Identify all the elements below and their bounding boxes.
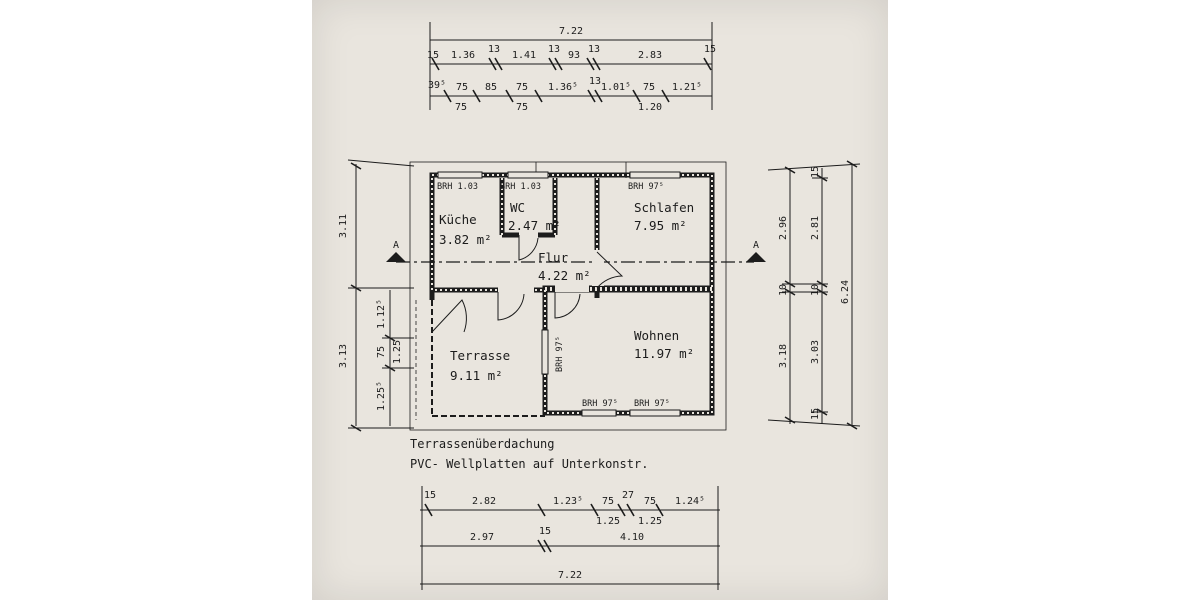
dim-top-r2: 1.01⁵ [601,82,631,93]
dim-top-r1: 13 [588,44,600,55]
dim-right-col1: 3.18 [778,344,789,368]
dim-left-outer: 3.11 [338,214,349,238]
dim-bottom-r2: 2.97 [470,532,494,543]
window-label-kueche: BRH 1.03 [437,182,478,192]
dim-top-r2-lower: 75 [516,102,528,113]
window-label-schlafen: BRH 97⁵ [628,182,664,192]
right-dimensions [767,160,861,430]
building [409,161,727,431]
dim-left-inner: 1.25 [392,340,403,364]
room-schlafen-area: 7.95 m² [634,218,687,233]
dim-bottom-r1: 75 [644,496,656,507]
dim-right-col2: 3.03 [810,340,821,364]
room-terrasse-area: 9.11 m² [450,368,503,383]
plan-paper: 7.22 15 1.36 13 1.41 13 93 13 2.83 15 39… [312,0,888,600]
dim-top-overall: 7.22 [559,26,583,37]
room-wc-area: 2.47 m² [508,218,561,233]
window-label-wohnen-right: BRH 97⁵ [634,399,670,409]
dim-right-col2: 2.81 [810,216,821,240]
room-kueche-name: Küche [439,212,477,227]
section-marker-right: A [753,240,759,251]
dim-bottom-r1: 15 [424,490,436,501]
room-kueche-area: 3.82 m² [439,232,492,247]
dim-bottom-r2: 4.10 [620,532,644,543]
dim-top-r1: 15 [704,44,716,55]
dim-top-r2-lower: 1.20 [638,102,662,113]
room-flur-name: Flur [538,250,569,265]
dim-top-r2: 75 [516,82,528,93]
room-wohnen-area: 11.97 m² [634,346,694,361]
dim-bottom-r1: 1.23⁵ [553,496,583,507]
dim-bottom-r1: 1.24⁵ [675,496,705,507]
dim-right-col2: 15 [810,166,821,178]
window-label-wohnen-left: BRH 97⁵ [582,399,618,409]
dim-top-r2: 13 [589,76,601,87]
dim-top-r2: 75 [643,82,655,93]
dim-top-r1: 1.41 [512,50,536,61]
dim-right-col2: 15 [810,408,821,420]
dim-bottom-r2: 15 [539,526,551,537]
dim-bottom-r1: 27 [622,490,634,501]
dim-bottom-overall: 7.22 [558,570,582,581]
dim-top-r2: 1.21⁵ [672,82,702,93]
bottom-dimensions [420,486,720,590]
dim-left-inner: 1.12⁵ [376,299,387,329]
dim-bottom-r1: 2.82 [472,496,496,507]
room-flur-area: 4.22 m² [538,268,591,283]
dim-top-r2: 75 [456,82,468,93]
top-dimensions [429,22,713,110]
dim-left-outer: 3.13 [338,344,349,368]
note-line-2: PVC- Wellplatten auf Unterkonstr. [410,457,648,471]
dim-right-overall: 6.24 [840,280,851,304]
dim-top-r1: 93 [568,50,580,61]
dim-top-r2: 1.36⁵ [548,82,578,93]
dim-top-r2: 39⁵ [428,80,446,91]
dim-left-inner: 1.25⁵ [376,381,387,411]
dim-right-col1: 10 [778,284,789,296]
dim-top-r1: 1.36 [451,50,475,61]
dim-right-col1: 2.96 [778,216,789,240]
dim-top-r1: 15 [427,50,439,61]
note-line-1: Terrassenüberdachung [410,437,555,451]
room-terrasse-name: Terrasse [450,348,510,363]
dim-right-col2: 10 [810,284,821,296]
left-dimensions [347,159,415,432]
dim-top-r2: 85 [485,82,497,93]
window-label-wc: BRH 1.03 [500,182,541,192]
window-label-flur-side: BRH 97⁵ [555,336,565,372]
room-wohnen-name: Wohnen [634,328,679,343]
dim-top-r1: 13 [548,44,560,55]
dim-top-r1: 13 [488,44,500,55]
dim-bottom-r1-lower: 1.25 [596,516,620,527]
section-line [386,252,766,263]
dim-top-r2-lower: 75 [455,102,467,113]
room-wc-name: WC [510,200,525,215]
dim-bottom-r1: 75 [602,496,614,507]
dim-top-r1: 2.83 [638,50,662,61]
dim-left-inner: 75 [376,346,387,358]
dim-bottom-r1-lower: 1.25 [638,516,662,527]
floor-plan-drawing: 7.22 15 1.36 13 1.41 13 93 13 2.83 15 39… [338,22,861,590]
section-marker-left: A [393,240,399,251]
room-schlafen-name: Schlafen [634,200,694,215]
